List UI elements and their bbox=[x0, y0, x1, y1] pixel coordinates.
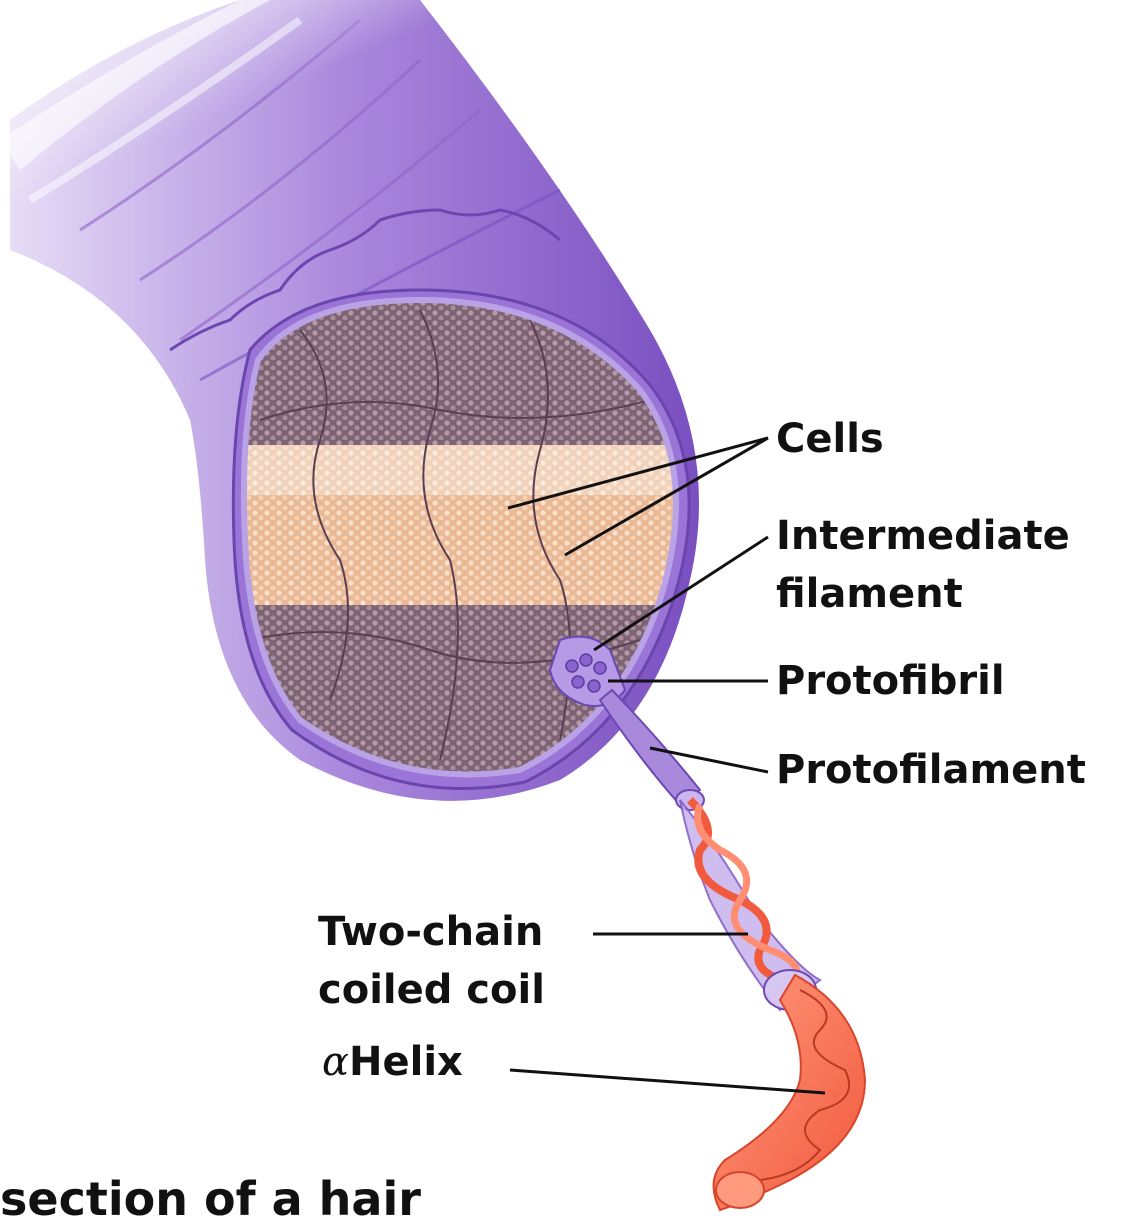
alpha-helix-leader bbox=[510, 1070, 825, 1093]
label-protofilament: Protofilament bbox=[776, 748, 1086, 792]
label-cells: Cells bbox=[776, 417, 884, 461]
figure-caption: section of a hair bbox=[0, 1172, 421, 1226]
label-alpha-helix: αHelix bbox=[322, 1040, 463, 1084]
label-two-chain-line1: Two-chain bbox=[318, 910, 543, 954]
label-protofibril: Protofibril bbox=[776, 659, 1005, 703]
label-two-chain-line2: coiled coil bbox=[318, 968, 545, 1012]
label-intermediate-filament-line2: filament bbox=[776, 572, 963, 616]
helix-word: Helix bbox=[349, 1039, 463, 1085]
alpha-symbol: α bbox=[322, 1039, 349, 1085]
label-intermediate-filament-line1: Intermediate bbox=[776, 514, 1070, 558]
alpha-helix bbox=[714, 975, 865, 1210]
